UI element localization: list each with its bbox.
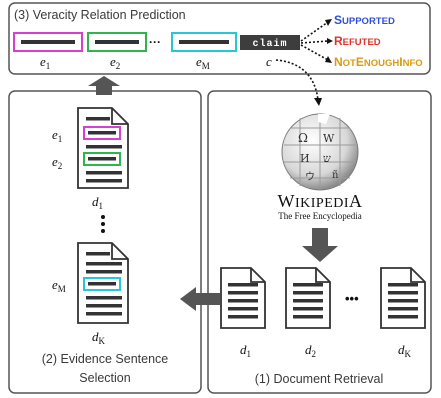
claim-to-wikipedia-arrowhead (314, 98, 322, 106)
svg-text:Ω: Ω (298, 131, 308, 145)
retrieved-doc-dK (380, 267, 426, 329)
retrieved-doc-d2 (285, 267, 331, 329)
svg-text:ウ: ウ (305, 171, 315, 183)
output-refuted: REFUTED (334, 34, 381, 48)
panel-title-selection-line2: Selection (79, 371, 130, 385)
svg-text:ש: ש (323, 152, 331, 165)
claim-box: claim (240, 35, 300, 50)
label-eM: eM (196, 54, 210, 71)
selection-vertical-ellipsis (101, 215, 105, 233)
selection-doc-d1 (77, 107, 129, 189)
evidence-eM-box (171, 32, 237, 52)
label-dK-retrieved: dK (398, 342, 412, 359)
output-notenoughinfo: NOTENOUGHINFO (334, 55, 423, 69)
evidence-ellipsis: ··· (149, 35, 161, 49)
claim-label: claim (252, 38, 287, 50)
wikipedia-tagline: The Free Encyclopedia (278, 211, 361, 221)
selection-doc-dK (77, 242, 129, 324)
label-e1: e1 (40, 54, 50, 71)
output-arrowheads (325, 19, 333, 63)
label-eM-selection: eM (52, 277, 66, 294)
label-e2-selection: e2 (52, 154, 62, 171)
panel-title-retrieval: (1) Document Retrieval (255, 372, 384, 386)
arrow-wikipedia-to-documents (302, 228, 338, 262)
label-d1-retrieved: d1 (240, 342, 251, 359)
wikipedia-wordmark: WIKIPEDIA (277, 191, 362, 211)
output-arrows (300, 21, 329, 61)
claim-to-wikipedia-arrow (275, 59, 319, 101)
retrieved-docs-ellipsis: ••• (345, 291, 359, 306)
svg-text:И: И (300, 152, 310, 165)
label-e1-selection: e1 (52, 127, 62, 144)
panel-title-selection-line1: (2) Evidence Sentence (42, 352, 169, 366)
label-d1-selection: d1 (92, 194, 103, 211)
panel-title-veracity: (3) Veracity Relation Prediction (14, 8, 186, 22)
evidence-e1-box (13, 32, 83, 52)
svg-text:W: W (323, 132, 335, 145)
label-dK-selection: dK (92, 329, 106, 346)
label-d2-retrieved: d2 (305, 342, 316, 359)
arrow-retrieval-to-selection (180, 287, 220, 311)
svg-text:ñ: ñ (332, 170, 339, 181)
label-claim-c: c (266, 54, 272, 69)
retrieved-doc-d1 (220, 267, 266, 329)
wikipedia-globe-icon: Ω W И ש ウ ñ (281, 113, 359, 191)
label-e2: e2 (110, 54, 120, 71)
arrow-selection-to-prediction (88, 76, 120, 95)
output-supported: SUPPORTED (334, 13, 395, 27)
evidence-e2-box (87, 32, 147, 52)
